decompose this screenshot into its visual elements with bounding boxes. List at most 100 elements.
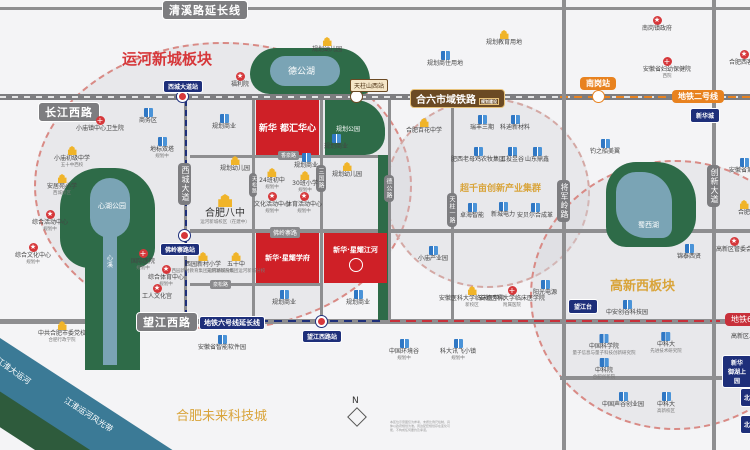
jiangjunling-road (562, 0, 566, 450)
poi-label: 文化活动中心 (253, 201, 291, 208)
poi-item[interactable]: 地标双塔规划中 (150, 137, 174, 159)
hospital-icon: + (662, 57, 672, 66)
poi-item[interactable]: 新城电力 (491, 202, 515, 219)
poi-item[interactable]: 规划商住用地 (427, 51, 463, 68)
poi-item[interactable]: 规划商业 (324, 134, 348, 151)
poi-sublabel: 西城校区 (52, 190, 71, 196)
poi-item[interactable]: 中国环境谷规划中 (389, 339, 419, 361)
project-xinghui-jianghe[interactable]: 新华·星耀江河 (324, 233, 387, 283)
building-icon (507, 147, 517, 156)
poi-item[interactable]: ★高新区管委会 (716, 237, 750, 254)
poi-item[interactable]: 山东鼎鑫 (525, 147, 549, 164)
poi-item[interactable]: ★综合体育中心规划中 (148, 265, 184, 287)
poi-item[interactable]: 安贝尔合成革 (517, 203, 553, 220)
poi-item[interactable]: 高新区人 (731, 333, 750, 341)
poi-item[interactable]: ★体育活动中心规划中 (286, 192, 322, 214)
poi-item[interactable]: ★合肥西客运 (729, 50, 750, 67)
poi-item[interactable]: 24班初中规划中 (259, 168, 285, 190)
poi-item[interactable]: 锦泰西贤 (677, 244, 701, 261)
poi-label: 南岗镇政府 (641, 25, 673, 32)
poi-item[interactable]: 规划教育用地 (486, 30, 522, 47)
poi-item[interactable]: 钓之船美翼 (590, 139, 620, 156)
poi-item[interactable]: 商务区 (139, 108, 157, 125)
poi-item[interactable]: 30班小学规划中 (292, 171, 318, 193)
poi-item[interactable]: 卓海智能 (460, 203, 484, 220)
hospital-icon: + (95, 116, 105, 125)
poi-item[interactable]: 合肥 (738, 200, 750, 217)
poi-item[interactable]: 中共合肥市委党校合肥行政学院 (38, 321, 86, 343)
poi-item[interactable]: 规划幼儿园 (220, 156, 250, 173)
poi-label: 30班小学 (292, 180, 318, 187)
yunhe-region-title: 运河新城板块 (122, 50, 213, 68)
poi-item[interactable]: ★综合活动中心规划中 (32, 210, 68, 232)
poi-item[interactable]: 安徽省智能软件园 (198, 335, 246, 352)
poi-item[interactable]: 肥西老母鸡农牧集团 (451, 147, 505, 164)
station-wangjiang-icon[interactable] (316, 316, 327, 327)
poi-item[interactable]: +安徽医科大学临床医学院附属医院 (479, 286, 545, 308)
poi-item[interactable]: 合肥八中运河新城校区（在建中） (200, 194, 250, 225)
poi-item[interactable]: 中国科学院量子信息与量子科技创新研究院 (573, 334, 636, 356)
shuxi-lake-water (616, 172, 672, 238)
foling-road (190, 229, 750, 233)
project-wangjiang-tai[interactable]: 望江台 (568, 299, 599, 314)
degong-road (388, 100, 391, 320)
project-xinhua-city[interactable]: 新华城 (690, 108, 721, 123)
poi-item[interactable]: 安徽医科大学临床医学院新校区 (439, 286, 505, 308)
station-nangang-icon[interactable] (593, 91, 604, 102)
poi-item[interactable]: 小庙初级中学五十中西校 (54, 146, 90, 168)
government-icon: ★ (729, 237, 739, 246)
poi-item[interactable]: +国际医院规划中 (131, 249, 155, 271)
poi-item[interactable]: +小庙镇中心卫生院 (76, 116, 124, 133)
poi-item[interactable]: 五十中天鹅湖教育集团运河新城分校 (207, 252, 265, 274)
jiangjunling-road-label: 将军岭路 (557, 180, 570, 222)
project-xinghui-xuefu[interactable]: 新华·星耀学府 (256, 233, 319, 283)
metro-line2-label: 地铁二号线 (672, 90, 724, 103)
poi-item[interactable]: 中科大高新校区 (657, 392, 675, 414)
poi-item[interactable]: ★工人文化宫 (142, 284, 172, 301)
poi-label: 小庙产业园 (417, 255, 449, 262)
poi-item[interactable]: 小庙产业园 (418, 246, 448, 263)
poi-item[interactable]: 中科院合肥创新院 (593, 358, 615, 380)
poi-item[interactable]: 工投昱谷 (500, 147, 524, 164)
poi-item[interactable]: 科迪新材料 (500, 115, 530, 132)
poi-item[interactable]: ★福利院 (231, 72, 249, 89)
station-foling-icon[interactable] (179, 230, 190, 241)
poi-item[interactable]: 科大讯飞小镇规划中 (440, 339, 476, 361)
compass-icon (347, 407, 367, 427)
station-tianzhushan-icon[interactable] (351, 91, 362, 102)
building-icon (530, 203, 540, 212)
poi-item[interactable]: ★综合文化中心规划中 (15, 243, 51, 265)
tiansong-road (252, 100, 255, 320)
poi-item[interactable]: 规划幼儿园 (312, 37, 342, 54)
future-city-title: 合肥未来科技城 (176, 409, 268, 424)
poi-item[interactable]: 安居苑小学西城校区 (47, 174, 77, 196)
poi-item[interactable]: 规划商业 (212, 114, 236, 131)
poi-item[interactable]: 规划商业 (272, 290, 296, 307)
school-icon (342, 162, 352, 171)
compass-north-label: N (352, 396, 359, 406)
poi-item[interactable]: ★南岗镇政府 (642, 16, 672, 33)
poi-item[interactable]: 阳光电源 (533, 280, 557, 297)
poi-item[interactable]: 瑞丰三期 (470, 115, 494, 132)
culture-center-icon: ★ (299, 192, 309, 201)
building-icon (599, 358, 609, 367)
poi-label: 综合活动中心 (31, 219, 69, 226)
poi-item[interactable]: +安徽省妇幼保健院西院 (643, 57, 691, 79)
poi-label: 福利院 (230, 81, 250, 88)
poi-item[interactable]: 中科大先进技术研究院 (650, 332, 682, 354)
poi-item[interactable]: 合肥百花中学 (406, 118, 442, 135)
poi-label: 五十中 (226, 261, 245, 268)
project-dudu[interactable]: 新华 都汇华心 (256, 100, 319, 155)
poi-item[interactable]: 安徽省第一 (729, 158, 750, 175)
station-xicheng-label: 西城大道站 (163, 80, 204, 93)
poi-item[interactable]: 规划商业 (294, 153, 318, 170)
poi-item[interactable]: 规划幼儿园 (332, 162, 362, 179)
project-north-2[interactable]: 北 (740, 415, 750, 434)
poi-item[interactable]: 西园新村小学西园新村教育集团运河新城分校 (172, 252, 235, 274)
poi-item[interactable]: 中安创谷科技园 (606, 300, 648, 317)
poi-item[interactable]: ★文化活动中心规划中 (254, 192, 290, 214)
poi-item[interactable]: 规划商业 (346, 290, 370, 307)
project-north-1[interactable]: 北 (740, 388, 750, 407)
poi-item[interactable]: 中国声谷创业园 (602, 392, 644, 409)
project-xinhua-lake[interactable]: 新华 御湖上园 (722, 355, 750, 388)
